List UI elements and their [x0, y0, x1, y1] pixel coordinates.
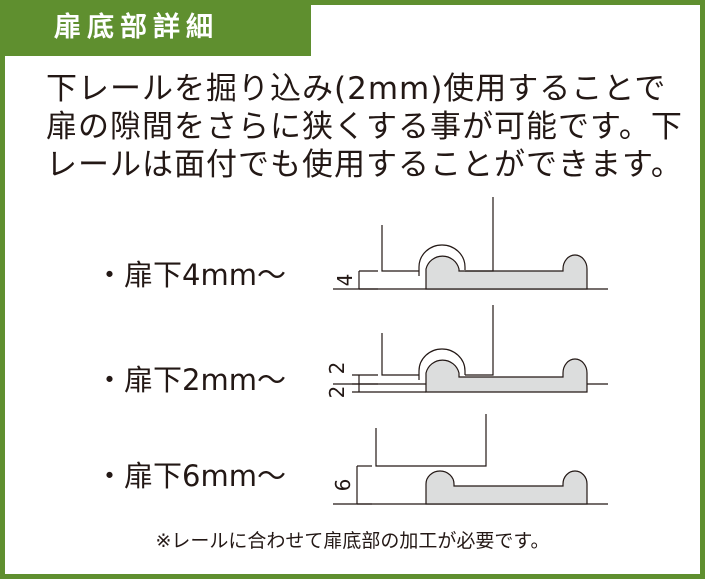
- footnote: ※レールに合わせて扉底部の加工が必要です。: [155, 530, 550, 552]
- dimension-label: 2: [325, 386, 349, 399]
- rail-section: [425, 358, 588, 393]
- description-line-3: レールは面付でも使用することができます。: [46, 147, 683, 183]
- diagram-6mm: [333, 414, 608, 505]
- rail-section: [425, 254, 588, 290]
- item-door-gap-4mm: ・扉下4mm～: [95, 258, 286, 292]
- door-outline: [375, 414, 487, 467]
- door-outline-right: [465, 305, 494, 376]
- panel-title: 扉底部詳細: [0, 0, 311, 56]
- dimension-label: 6: [331, 479, 355, 492]
- description-line-2: 扉の隙間をさらに狭くする事が可能です。下: [46, 109, 683, 145]
- dimension-label: 4: [333, 274, 357, 287]
- door-outline: [381, 225, 419, 272]
- dimension-label: 2: [325, 362, 349, 375]
- diagram-4mm: [333, 197, 608, 290]
- rail-section: [425, 470, 588, 505]
- door-groove: [418, 348, 466, 380]
- item-door-gap-6mm: ・扉下6mm～: [95, 459, 286, 493]
- door-groove: [418, 244, 466, 276]
- item-door-gap-2mm: ・扉下2mm～: [95, 363, 286, 397]
- description: 下レールを掘り込み(2mm)使用することで 扉の隙間をさらに狭くする事が可能です…: [46, 70, 686, 184]
- description-line-1: 下レールを掘り込み(2mm)使用することで: [46, 71, 667, 107]
- door-outline: [381, 333, 419, 376]
- door-outline-right: [465, 197, 494, 272]
- diagram-2mm: [333, 305, 608, 393]
